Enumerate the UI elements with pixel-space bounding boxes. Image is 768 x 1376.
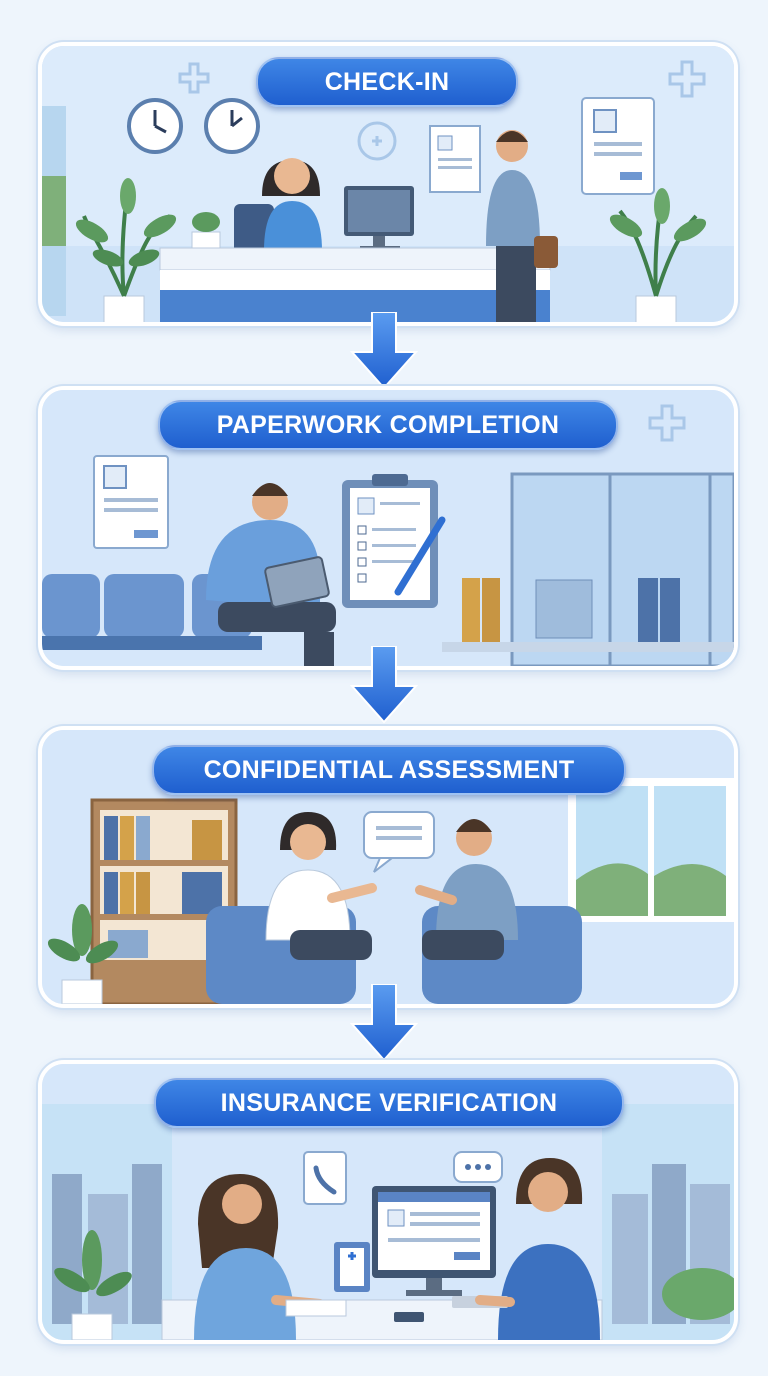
- chat-bubble-cross-icon: [357, 121, 397, 161]
- wall-poster: [581, 97, 655, 195]
- step-panel-insurance-verification: INSURANCE VERIFICATION: [38, 1060, 738, 1344]
- potted-plant: [609, 188, 707, 322]
- step-title-check-in: CHECK-IN: [256, 57, 518, 107]
- receptionist-figure: [234, 158, 322, 254]
- city-window: [42, 1104, 734, 1340]
- step-panel-check-in: CHECK-IN: [38, 42, 738, 326]
- flow-arrow-down-icon: [349, 984, 419, 1062]
- reception-desk: [159, 247, 551, 322]
- glass-cabinet: [510, 472, 734, 666]
- insurance-illustration: [42, 1064, 734, 1340]
- patient-figure: [206, 483, 336, 666]
- potted-plant: [75, 178, 177, 322]
- chat-bubble-icon: [453, 1151, 503, 1183]
- potted-plant: [47, 904, 119, 1004]
- step-title-paperwork-completion: PAPERWORK COMPLETION: [158, 400, 618, 450]
- desktop-monitor: [372, 1186, 496, 1296]
- patient-figure: [415, 819, 518, 960]
- flow-arrow-down-icon: [349, 312, 419, 390]
- step-panel-paperwork-completion: PAPERWORK COMPLETION: [38, 386, 738, 670]
- flow-arrow-down-icon: [349, 646, 419, 724]
- medical-cross-icon: [648, 404, 686, 442]
- staff-figure: [452, 1158, 600, 1340]
- speech-bubble-icon: [363, 811, 435, 873]
- wall-poster: [93, 455, 169, 549]
- clipboard-checklist: [342, 474, 446, 608]
- wall-clock-icon: [204, 98, 260, 154]
- doctor-figure: [265, 812, 377, 960]
- medical-cross-icon: [178, 60, 706, 98]
- step-title-confidential-assessment: CONFIDENTIAL ASSESSMENT: [152, 745, 626, 795]
- step-title-insurance-verification: INSURANCE VERIFICATION: [154, 1078, 624, 1128]
- patient-figure: [486, 130, 558, 322]
- form-document: [429, 125, 481, 193]
- folder-binders: [462, 578, 500, 642]
- step-panel-confidential-assessment: CONFIDENTIAL ASSESSMENT: [38, 726, 738, 1008]
- phone-icon: [303, 1151, 347, 1205]
- office-window: [568, 778, 734, 922]
- patient-figure: [194, 1174, 347, 1340]
- paperwork-illustration: [42, 390, 734, 666]
- smartphone: [394, 1312, 424, 1322]
- wall-clock-icon: [127, 98, 183, 154]
- insurance-card-icon: [334, 1242, 370, 1292]
- potted-plant: [54, 1230, 132, 1340]
